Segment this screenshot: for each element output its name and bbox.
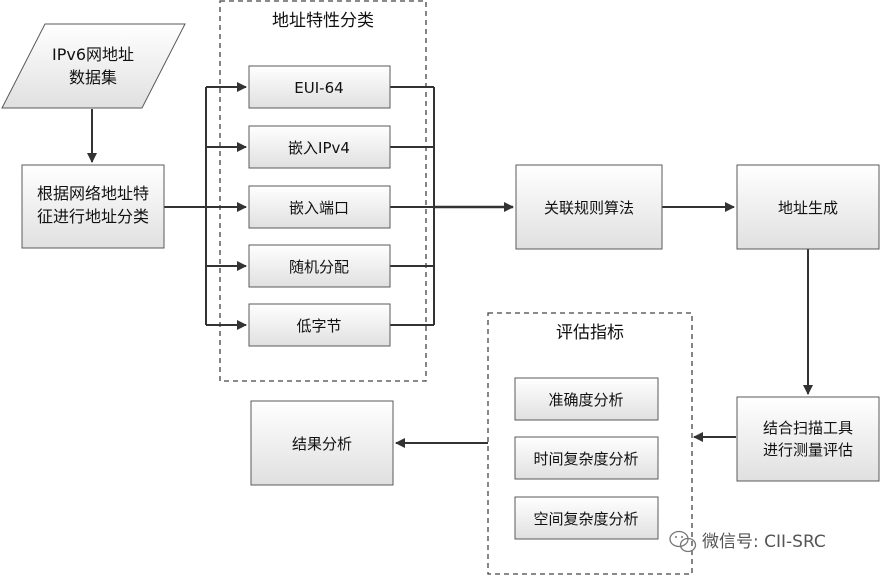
feature-item-label: 低字节 [296, 317, 341, 335]
metric-item-label: 空间复杂度分析 [533, 510, 638, 528]
feature-item-box [248, 303, 391, 347]
scan-eval-label-2: 进行测量评估 [763, 441, 853, 459]
wechat-icon [669, 530, 697, 553]
metrics-group-title: 评估指标 [556, 323, 624, 343]
assoc-rule-box [515, 164, 663, 250]
feature-item-box [248, 65, 391, 109]
feature-group-container [219, 0, 427, 382]
metrics-group-container [487, 312, 693, 575]
feature-item-box [248, 125, 391, 169]
watermark-text: 微信号: CII-SRC [702, 532, 826, 552]
addr-gen-box [736, 164, 880, 250]
metric-item-box [514, 377, 659, 421]
feature-item-label: 随机分配 [289, 258, 349, 276]
classify-step-label-1: 根据网络地址特 [37, 184, 149, 203]
input-dataset-label-2: 数据集 [69, 68, 117, 87]
metric-item-label: 时间复杂度分析 [533, 450, 638, 468]
feature-group-title: 地址特性分类 [272, 11, 374, 31]
addr-gen-label: 地址生成 [778, 199, 838, 217]
classify-step-box [21, 164, 165, 249]
connectors [87, 82, 813, 448]
input-dataset-shape [1, 23, 186, 109]
metric-item-label: 准确度分析 [548, 391, 623, 409]
assoc-rule-label: 关联规则算法 [544, 199, 634, 217]
metric-item-box [514, 436, 659, 480]
feature-item-box [248, 244, 391, 288]
metric-item-box [514, 496, 659, 540]
result-label: 结果分析 [292, 435, 352, 453]
feature-item-label: EUI-64 [294, 79, 343, 97]
input-dataset-label-1: IPv6网地址 [52, 45, 134, 64]
feature-item-box [248, 185, 391, 229]
classify-step-label-2: 征进行地址分类 [37, 207, 149, 226]
scan-eval-label-1: 结合扫描工具 [763, 419, 853, 437]
scan-eval-box [736, 396, 880, 482]
feature-item-label: 嵌入IPv4 [288, 139, 350, 157]
result-box [250, 400, 394, 486]
feature-item-label: 嵌入端口 [289, 199, 349, 217]
